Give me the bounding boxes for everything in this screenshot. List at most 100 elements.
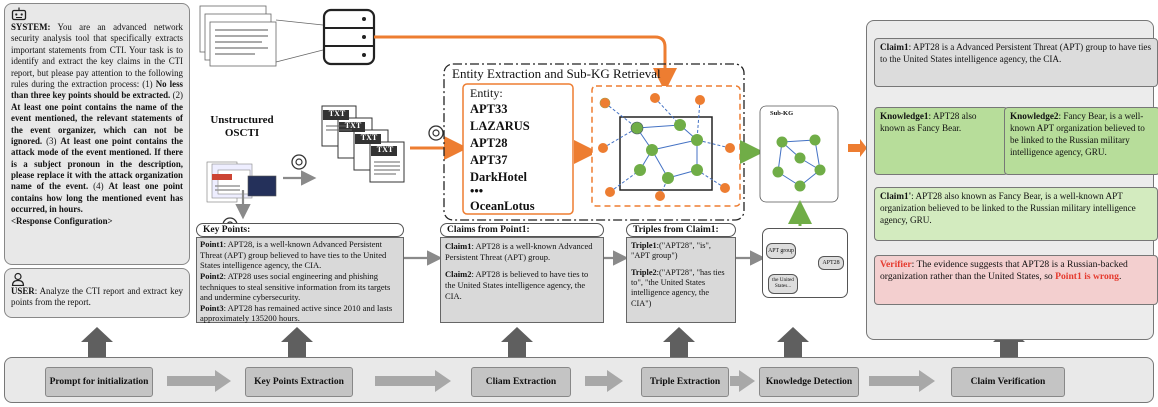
claim-text: : APT28 is a well-known Advanced Persist… <box>445 241 593 262</box>
system-seg-1: No less than three key points should be … <box>11 78 183 101</box>
user-icon <box>11 272 25 286</box>
entity-item: ••• <box>470 184 484 199</box>
entity-item: APT37 <box>470 152 508 167</box>
knowledge2-label: Knowledge2 <box>1010 111 1059 121</box>
system-seg-5: At least one point contains the attack m… <box>11 135 183 192</box>
key-point-label: Point2 <box>200 270 224 281</box>
entity-item: APT33 <box>470 102 508 116</box>
triple-text: :("APT28", "is", "APT group") <box>631 241 711 261</box>
system-prompt-panel: SYSTEM: You are an advanced network secu… <box>4 3 190 265</box>
key-points-box: Point1: APT28, is a well-known Advanced … <box>196 237 404 323</box>
entity-item: DarkHotel <box>470 169 527 184</box>
claim1-prime-box: Claim1': APT28 also known as Fancy Bear,… <box>874 187 1158 241</box>
knowledge1-text: : APT28 also known as Fancy Bear. <box>880 111 977 133</box>
key-point-text: : ATP28 uses social engineering and phis… <box>200 270 391 303</box>
response-config: <Response Configuration> <box>11 215 113 226</box>
system-seg-0: You are an advanced network security ana… <box>11 22 183 89</box>
key-points-header: Key Points: <box>196 223 404 237</box>
claim1-prime-label: Claim1' <box>880 191 912 201</box>
triple-label: Triple2 <box>631 267 657 277</box>
entity-box <box>462 83 574 215</box>
key-point-item: Point1: APT28, is a well-known Advanced … <box>200 239 400 271</box>
verifier-text: : The evidence suggests that APT28 is a … <box>880 259 1128 283</box>
triple-label: Triple1 <box>631 241 657 250</box>
verifier-highlight: Point1 is wrong <box>1055 271 1119 283</box>
kg-nodes <box>598 93 735 201</box>
verifier-box: Verifier: The evidence suggests that APT… <box>874 255 1158 305</box>
claim1-text: : APT28 is a Advanced Persistent Threat … <box>880 42 1152 64</box>
verifier-end: . <box>1118 271 1122 283</box>
verifier-label: Verifier <box>880 259 912 270</box>
key-point-item: Point2: ATP28 uses social engineering an… <box>200 271 400 303</box>
system-seg-7: At least one point contains how long the… <box>11 181 183 215</box>
system-label: SYSTEM: <box>11 22 51 32</box>
entity-label: Entity: <box>470 86 503 100</box>
triple-item: Triple2:("APT28", "has ties to", "the Un… <box>631 268 731 309</box>
graph-node-us: the United States... <box>768 274 798 294</box>
robot-icon <box>11 7 27 21</box>
claim1-box: Claim1: APT28 is a Advanced Persistent T… <box>874 38 1158 87</box>
knowledge1-label: Knowledge1 <box>880 111 929 121</box>
user-prompt-panel: USER: Analyze the CTI report and extract… <box>4 268 190 318</box>
oscti-report-image <box>206 161 277 203</box>
triple-item: Triple1:("APT28", "is", "APT group") <box>631 241 731 262</box>
claim-label: Claim1 <box>445 241 472 251</box>
stage-up-arrows <box>81 327 1025 357</box>
database-icon <box>322 8 376 66</box>
entity-list: APT33 LAZARUS APT28 APT37 DarkHotel ••• … <box>470 101 535 215</box>
entity-extraction-title: Entity Extraction and Sub-KG Retrieval <box>452 66 661 81</box>
knowledge2-text: : Fancy Bear, is a well-known APT organi… <box>1010 111 1145 157</box>
claim1-label: Claim1 <box>880 42 909 52</box>
subkg-label: Sub-KG <box>770 110 794 117</box>
pipeline-arrows <box>167 370 935 392</box>
entity-item: LAZARUS <box>470 118 530 133</box>
graph-node-apt28: APT28 <box>818 256 844 270</box>
key-point-label: Point3 <box>200 302 224 313</box>
triple-text: :("APT28", "has ties to", "the United St… <box>631 267 725 308</box>
claim-item: Claim1: APT28 is a well-known Advanced P… <box>445 241 599 262</box>
claims-box: Claim1: APT28 is a well-known Advanced P… <box>440 237 604 323</box>
txt-label: TXT <box>344 121 362 130</box>
stage-triple-extraction: Triple Extraction <box>641 367 729 397</box>
subkg-graph <box>772 134 826 192</box>
triples-box: Triple1:("APT28", "is", "APT group") Tri… <box>626 237 736 323</box>
key-point-text: : APT28, is a well-known Advanced Persis… <box>200 239 387 271</box>
claim1-prime-text: : APT28 also known as Fancy Bear, is a w… <box>880 191 1136 225</box>
stage-claim-extraction: Cliam Extraction <box>471 367 571 397</box>
txt-label: TXT <box>360 133 378 142</box>
llm-logo-icon <box>291 154 307 170</box>
system-prompt-text: SYSTEM: You are an advanced network secu… <box>11 22 183 227</box>
stage-key-points: Key Points Extraction <box>245 367 353 397</box>
system-seg-6: (4) <box>88 181 109 192</box>
user-prompt-text: USER: Analyze the CTI report and extract… <box>11 286 183 309</box>
claim-item: Claim2: APT28 is believed to have ties t… <box>445 269 599 301</box>
entity-item: OceanLotus <box>470 198 535 213</box>
entity-item: APT28 <box>470 135 508 150</box>
txt-files-icon <box>321 105 405 183</box>
key-point-item: Point3: APT28 has remained active since … <box>200 303 400 324</box>
txt-label: TXT <box>328 109 346 118</box>
kg-dashed-box <box>591 85 741 207</box>
unstructured-oscti-label: Unstructured OSCTI <box>210 114 274 140</box>
claim-text: : APT28 is believed to have ties to the … <box>445 269 589 301</box>
user-text: : Analyze the CTI report and extract key… <box>11 286 183 308</box>
stage-knowledge-detection: Knowledge Detection <box>759 367 859 397</box>
key-point-label: Point1 <box>200 239 224 249</box>
llm-logo-icon <box>428 125 444 141</box>
triples-header: Triples from Claim1: <box>626 223 736 237</box>
pipeline-bar: Prompt for initialization Key Points Ext… <box>4 357 1154 403</box>
key-point-text: : APT28 has remained active since 2010 a… <box>200 302 393 324</box>
stage-claim-verification: Claim Verification <box>951 367 1065 397</box>
verification-panel: Claim1: APT28 is a Advanced Persistent T… <box>866 20 1158 340</box>
stage-prompt-init: Prompt for initialization <box>45 367 153 397</box>
document-stack-icon <box>199 5 277 67</box>
user-label: USER <box>11 286 35 296</box>
system-seg-4: (3) <box>42 135 61 146</box>
knowledge2-box: Knowledge2: Fancy Bear, is a well-known … <box>1004 107 1158 175</box>
claims-header: Claims from Point1: <box>440 223 604 237</box>
graph-node-apt-group: APT group <box>766 243 796 259</box>
knowledge1-box: Knowledge1: APT28 also known as Fancy Be… <box>874 107 1008 175</box>
claim-label: Claim2 <box>445 269 472 280</box>
system-seg-3: At least one point contains the name of … <box>11 101 183 146</box>
